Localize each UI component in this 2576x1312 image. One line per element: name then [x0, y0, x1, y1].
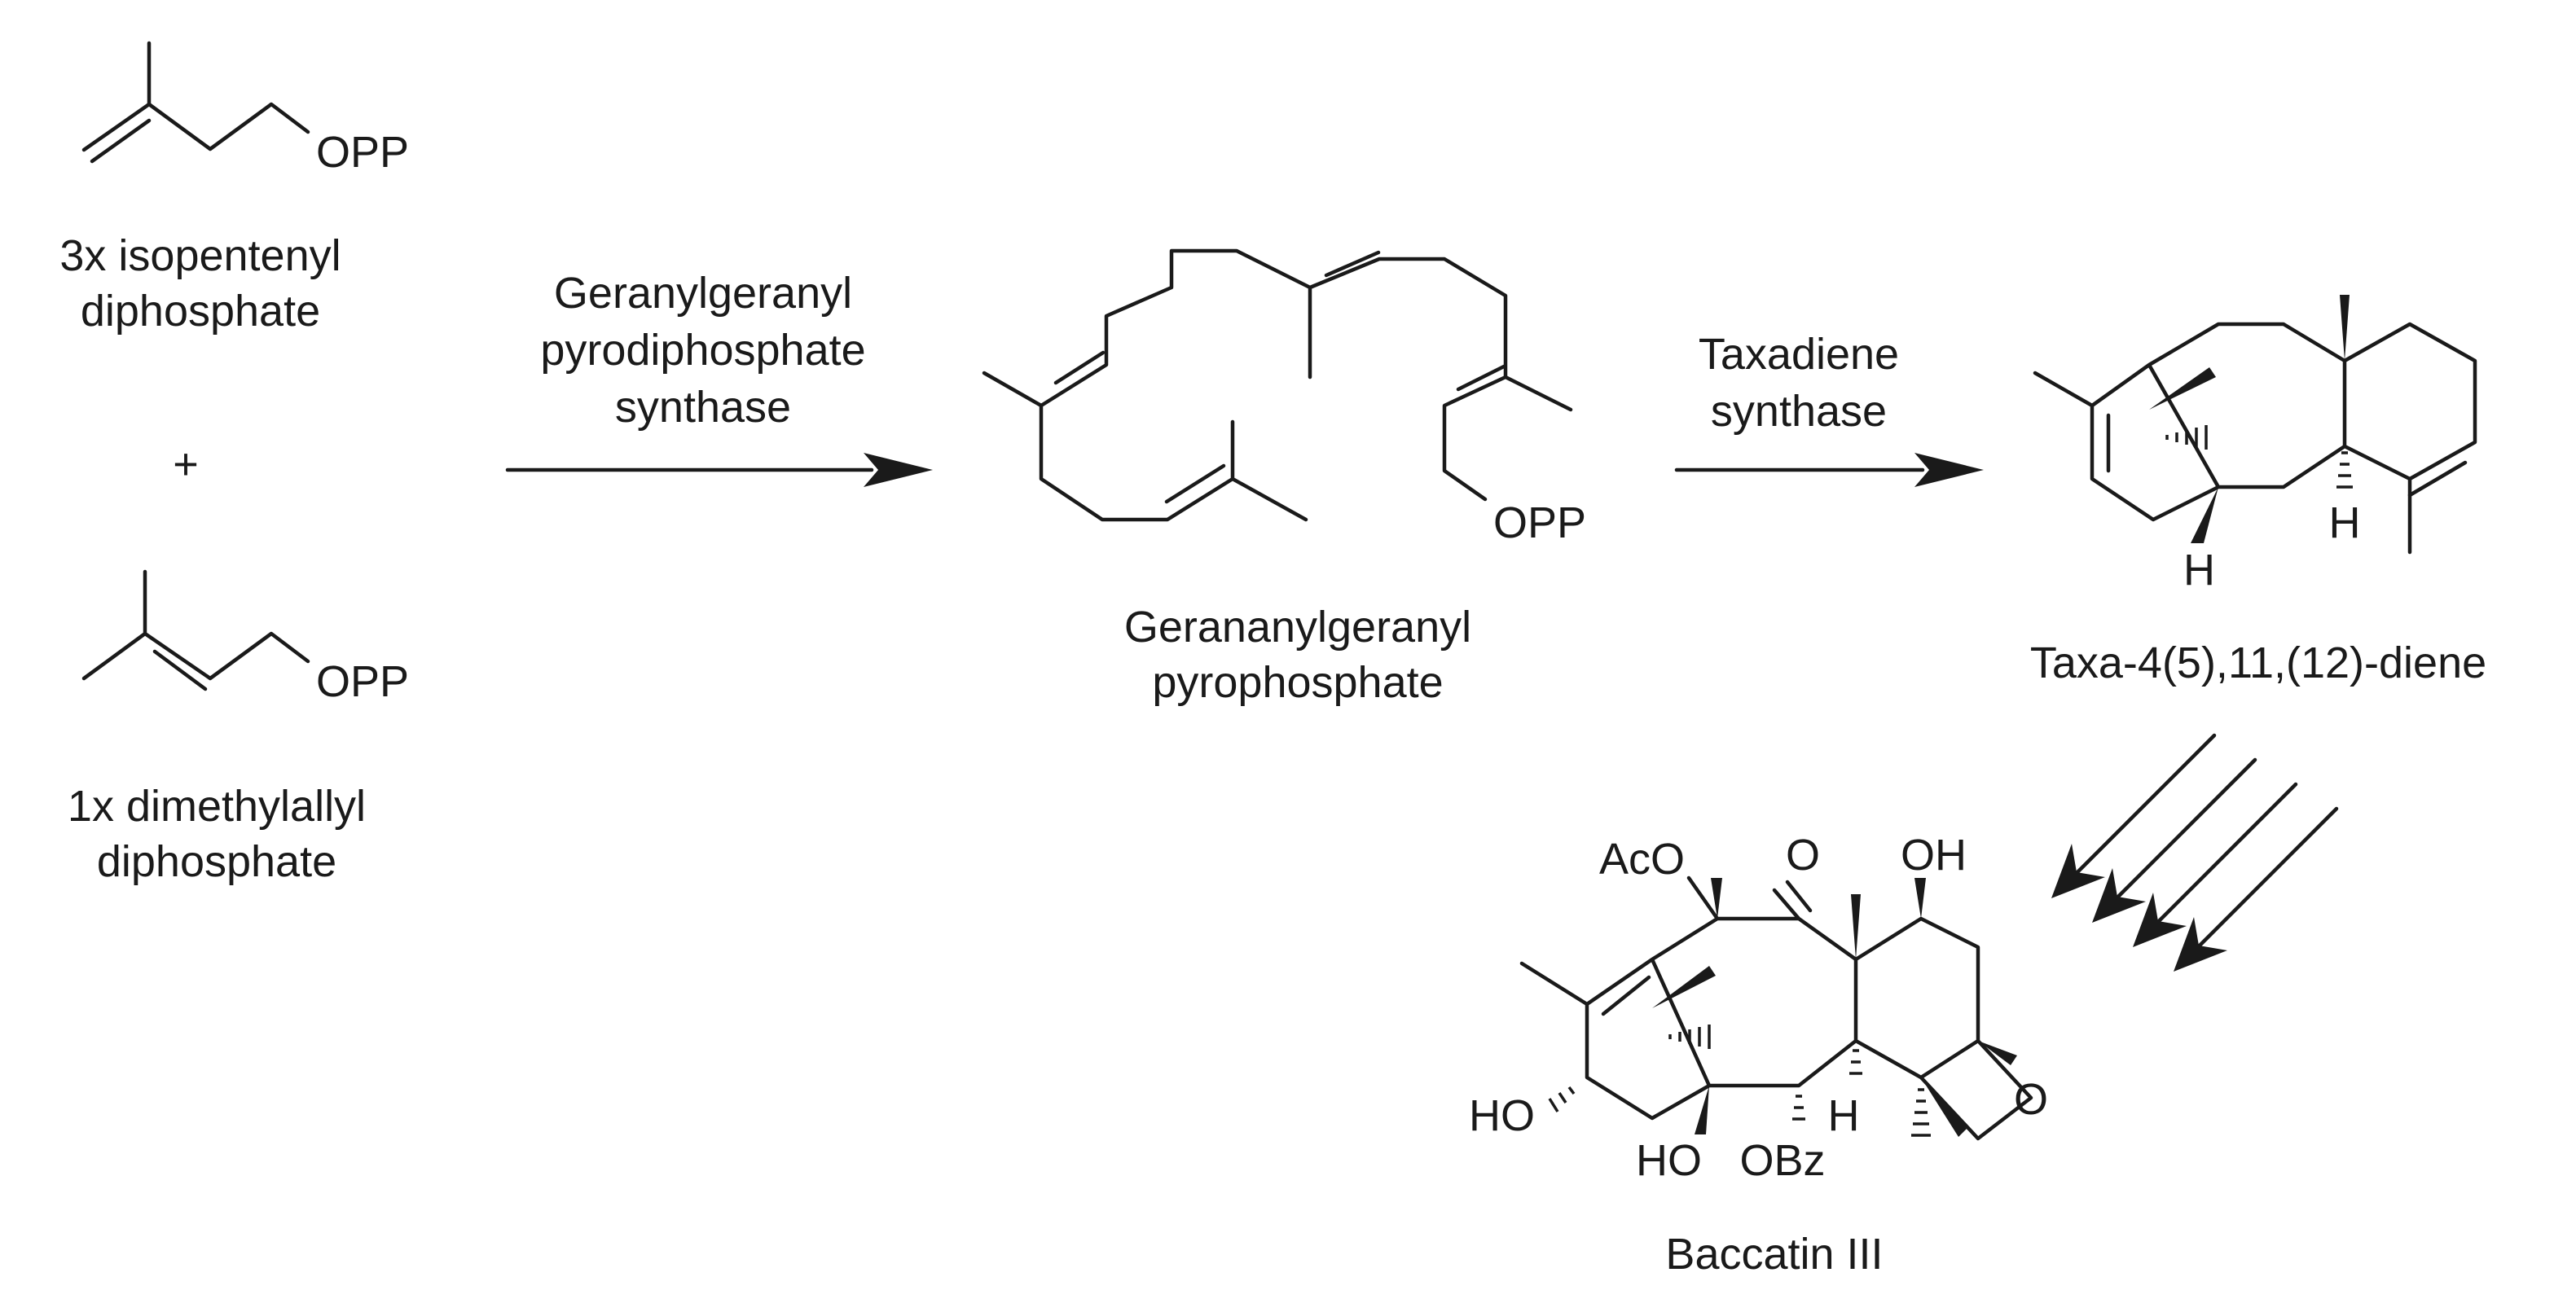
taxadiene-double-bonds — [2106, 413, 2468, 498]
baccatin-aco-label: AcO — [1599, 835, 1685, 884]
baccatin-obz-label: OBz — [1739, 1136, 1825, 1185]
dmapp-name-line1: 1x dimethylallyl — [68, 782, 366, 831]
taxadiene-wedge-methyl — [2340, 295, 2350, 361]
dmapp-opp-label: OPP — [316, 657, 409, 706]
reaction-arrow-1 — [505, 453, 933, 487]
enzyme1-line3: synthase — [615, 383, 791, 432]
taxadiene-hash-h2 — [2336, 451, 2353, 489]
taxadiene-h1-label: H — [2183, 546, 2215, 595]
baccatin-hash-h — [1849, 1049, 1862, 1075]
taxadiene-h2-label: H — [2329, 498, 2361, 547]
reaction-arrow-2 — [1674, 453, 1984, 487]
baccatin-wedge-oxetane — [1978, 1041, 2017, 1065]
ggpp-opp-label: OPP — [1493, 498, 1586, 547]
taxadiene-name: Taxa-4(5),11,(12)-diene — [2030, 638, 2486, 687]
baccatin-oh-top-label: OH — [1901, 831, 1967, 880]
baccatin-ho-left-label: HO — [1469, 1091, 1535, 1140]
baccatin-ho-bottom-label: HO — [1636, 1136, 1702, 1185]
ipp-structure: OPP — [81, 41, 409, 177]
baccatin-oxetane-o-label: O — [2014, 1075, 2048, 1124]
baccatin-double-bond — [1601, 975, 1651, 1016]
ipp-opp-label: OPP — [316, 128, 409, 177]
dmapp-name-line2: diphosphate — [97, 837, 336, 886]
dmapp-structure: OPP — [81, 569, 409, 706]
taxadiene-wedge-h1 — [2191, 487, 2218, 543]
enzyme1-line2: pyrodiphosphate — [540, 326, 865, 375]
taxadiene-skeleton — [2033, 322, 2477, 555]
enzyme1-line1: Geranylgeranyl — [554, 269, 852, 318]
baccatin-wedge-oxetane-ch2 — [1921, 1077, 1967, 1137]
ggpp-skeleton — [982, 248, 1573, 522]
baccatin-wedge-methyl-top — [1851, 894, 1861, 959]
dmapp-skeleton — [81, 569, 310, 681]
taxadiene-structure: H H — [2033, 295, 2477, 595]
enzyme2-line1: Taxadiene — [1699, 330, 1899, 379]
ipp-double-bond — [81, 102, 152, 164]
baccatin-hash-obz — [1792, 1095, 1805, 1121]
taxadiene-wedge-bridge — [2149, 367, 2216, 410]
baccatin-name: Baccatin III — [1665, 1230, 1883, 1279]
enzyme2-line2: synthase — [1711, 387, 1887, 436]
ggpp-name-line2: pyrophosphate — [1152, 658, 1443, 707]
baccatin-hash-methyl-bottom — [1911, 1088, 1931, 1137]
dmapp-double-bond — [152, 649, 208, 691]
ggpp-structure: OPP — [982, 248, 1586, 547]
ipp-name-line2: diphosphate — [81, 287, 320, 336]
baccatin-wedge-oh-top — [1914, 878, 1926, 919]
baccatin-hash-ho-left — [1548, 1086, 1576, 1112]
baccatin-skeleton — [1519, 875, 2033, 1141]
ggpp-double-bonds — [1053, 250, 1506, 504]
ipp-name-line1: 3x isopentenyl — [59, 231, 341, 280]
plus-sign: + — [173, 440, 199, 489]
baccatin-ketone-o-label: O — [1786, 831, 1820, 880]
taxadiene-hash-methyl — [2165, 425, 2208, 450]
baccatin-wedge-bridge — [1652, 966, 1716, 1008]
multistep-arrows — [2051, 733, 2339, 972]
ipp-skeleton — [147, 41, 310, 151]
baccatin-structure: AcO O OH HO HO H OBz O — [1469, 831, 2048, 1185]
baccatin-wedge-ho-bottom — [1695, 1086, 1709, 1134]
baccatin-h-label: H — [1828, 1091, 1860, 1140]
baccatin-wedge-oac — [1711, 878, 1722, 919]
ggpp-name-line1: Gerananylgeranyl — [1124, 603, 1471, 652]
baccatin-hash-methyl — [1668, 1025, 1711, 1049]
